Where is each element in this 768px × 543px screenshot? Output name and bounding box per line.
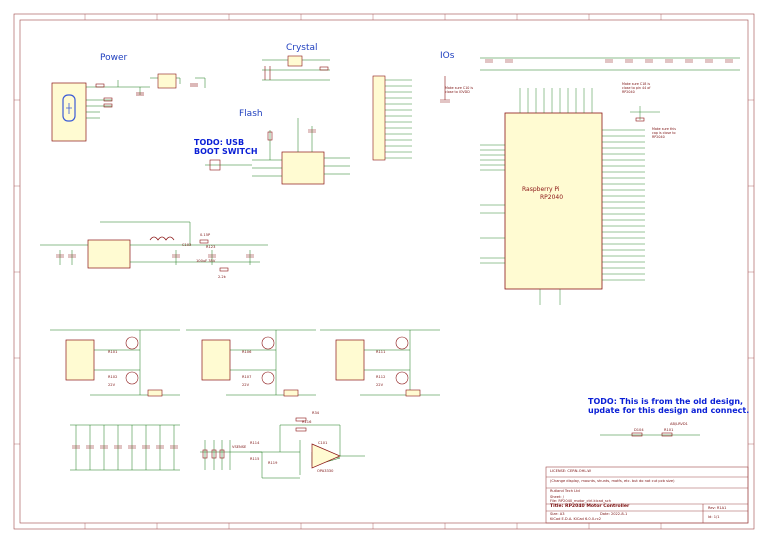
crystal-circuit bbox=[262, 55, 330, 81]
tb-sheet: Sheet: / bbox=[550, 495, 564, 499]
label-r116: R116 bbox=[302, 420, 312, 424]
tb-note: (Change display, mounts, shunts, motfs, … bbox=[550, 479, 675, 483]
label-vsense: VSENSE bbox=[232, 445, 247, 449]
label-r123: R123 bbox=[206, 245, 216, 249]
frame-ticks bbox=[14, 14, 754, 529]
label-fet3-r2: R112 bbox=[376, 375, 386, 379]
label-fet2-v: 22V bbox=[242, 383, 250, 387]
label-fet2-r2: R107 bbox=[242, 375, 252, 379]
note-cap-close: Make sure this cap is close to RP2040 bbox=[652, 127, 676, 139]
label-opamp: OPA3330 bbox=[317, 469, 334, 473]
label-fet1-v: 22V bbox=[108, 383, 116, 387]
tb-license: LICENSE: CERN-OHL-W bbox=[550, 469, 591, 473]
todo-usb-boot-note: TODO: USB BOOT SWITCH bbox=[194, 138, 258, 156]
label-r115: R115 bbox=[250, 457, 260, 461]
label-r119: R119 bbox=[268, 461, 278, 465]
section-title-ios: IOs bbox=[440, 51, 455, 61]
label-fet3-v: 22V bbox=[376, 383, 384, 387]
label-fet2-r1: R106 bbox=[242, 350, 252, 354]
tb-rev: Rev: R1A1 bbox=[708, 506, 727, 510]
usb-connector bbox=[51, 82, 87, 142]
label-r114: R114 bbox=[250, 441, 260, 445]
power-parts bbox=[95, 73, 198, 108]
tb-title: Title: RP2040 Motor Controller bbox=[550, 504, 630, 509]
note-c18: Make sure C18 is close to pin 44 of RP20… bbox=[622, 82, 651, 94]
label-c101: C101 bbox=[318, 441, 328, 445]
buck-converter bbox=[40, 221, 268, 272]
label-fet1-r1: R101 bbox=[108, 350, 118, 354]
tb-kicad: KiCad E.D.A. KiCad 6.0.0-rc2 bbox=[550, 517, 602, 521]
sheet-frame bbox=[13, 13, 755, 530]
mcu-name: Raspberry Pi bbox=[522, 186, 560, 193]
label-c102: C102 bbox=[182, 243, 192, 247]
tb-date: Date: 2022-8-1 bbox=[600, 512, 628, 516]
title-block-frame bbox=[545, 466, 749, 524]
half-bridge-2 bbox=[186, 329, 316, 397]
label-tb-a: D104 bbox=[634, 428, 644, 432]
tb-file: File: RP2040_motor_ctrl.kicad_sch bbox=[550, 499, 612, 503]
flash-circuit bbox=[205, 118, 350, 185]
label-2k2: 2.2k bbox=[218, 275, 226, 279]
note-c10: Make sure C10 is close to IOVDD bbox=[445, 86, 474, 94]
label-tb-b: R101 bbox=[664, 428, 674, 432]
label-bat-val: 100uF 35V bbox=[196, 259, 216, 263]
capacitor-bank bbox=[70, 424, 180, 471]
section-title-crystal: Crystal bbox=[286, 43, 318, 53]
todo-old-design-note: TODO: This is from the old design, updat… bbox=[588, 397, 750, 415]
tb-id: Id: 1/1 bbox=[708, 515, 720, 519]
current-sense bbox=[200, 417, 365, 479]
label-tb-net: AB/LRVD1 bbox=[670, 422, 688, 426]
label-fet1-r2: R102 bbox=[108, 375, 118, 379]
label-r34: R34 bbox=[312, 411, 320, 415]
io-header bbox=[372, 75, 450, 161]
label-c15p: 0.15P bbox=[200, 233, 211, 237]
tb-company: Rutland Tech Ltd bbox=[550, 489, 580, 493]
section-title-power: Power bbox=[100, 53, 128, 63]
half-bridge-3 bbox=[320, 329, 440, 397]
half-bridge-1 bbox=[50, 329, 180, 397]
old-design-snippet bbox=[600, 432, 700, 437]
section-title-flash: Flash bbox=[239, 109, 263, 119]
decoupling-caps bbox=[480, 57, 740, 71]
tb-size: Size: A3 bbox=[550, 512, 565, 516]
mcu-part: RP2040 bbox=[540, 194, 564, 201]
label-fet3-r1: R111 bbox=[376, 350, 386, 354]
rp2040-chip bbox=[480, 88, 660, 305]
